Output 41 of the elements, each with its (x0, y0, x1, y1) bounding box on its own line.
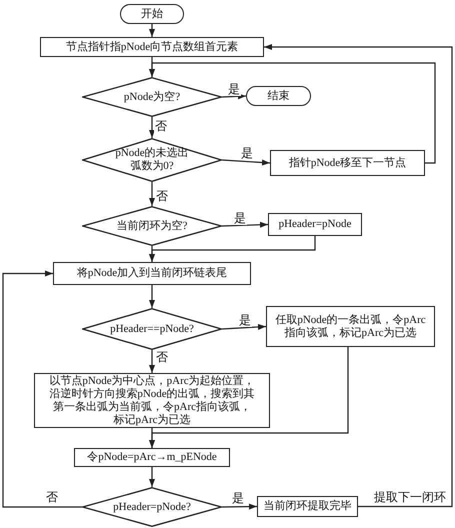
edge-label: 是 (231, 491, 245, 505)
arrow (222, 504, 257, 510)
arrow (149, 182, 155, 206)
edge-label: 提取下一闭环 (373, 490, 447, 504)
arrow (222, 324, 266, 330)
arrow (149, 62, 436, 164)
arrow (149, 285, 155, 308)
arrow (149, 24, 155, 37)
process-box: 令pNode=pArc→m_pENode (74, 448, 230, 467)
process-box: 节点指针指pNode向节点数组首元素 (40, 37, 264, 57)
process-box: 将pNode加入到当前闭环链表尾 (53, 262, 251, 285)
arrow (149, 428, 155, 448)
arrow (149, 467, 155, 487)
terminal-box: 结束 (246, 86, 311, 106)
terminal-box: 开始 (120, 4, 184, 24)
arrow (149, 246, 155, 262)
process-box: 任取pNode的一条出弧，令pArc指向该弧，标记pArc为已选 (266, 306, 435, 347)
arrow (222, 159, 270, 166)
arrow (222, 93, 246, 100)
arrow (149, 117, 155, 138)
edge-label: 是 (238, 313, 252, 327)
process-box: 以节点pNode为中心点，pArc为起始位置，沿逆时针方向搜索pNode的出弧，搜索到其第一条出弧为当前弧，令pArc指向该弧，标记pArc为已选 (34, 373, 270, 428)
process-box: pHeader=pNode (268, 213, 362, 236)
arrow (2, 270, 82, 508)
edge-label: 是 (240, 146, 254, 160)
decision-diamond: pHeader=pNode? (82, 487, 222, 527)
edge-label: 否 (155, 350, 169, 364)
arrow (264, 44, 453, 508)
edge-label: 是 (227, 82, 241, 96)
edge-label: 否 (155, 189, 169, 203)
decision-diamond: pHeader==pNode? (82, 308, 222, 350)
edge-label: 否 (45, 490, 59, 504)
process-box: 当前闭环提取完毕 (257, 496, 358, 517)
edge-label: 否 (154, 119, 168, 133)
decision-diamond: pNode的未选出弧数为0? (82, 138, 222, 182)
arrow (222, 222, 268, 228)
edge-label: 是 (233, 211, 247, 225)
decision-diamond: 当前闭环为空? (82, 206, 222, 246)
decision-diamond: pNode为空? (82, 77, 222, 117)
arrow (149, 350, 155, 373)
process-box: 指针pNode移至下一节点 (270, 150, 425, 176)
